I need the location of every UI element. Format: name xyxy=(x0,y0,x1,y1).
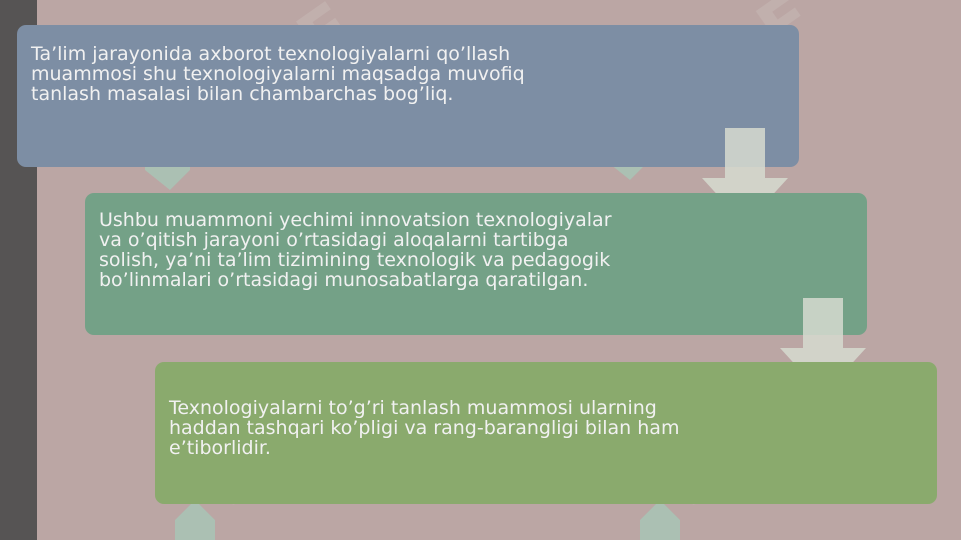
step-3-text: Texnologiyalarni to’g’ri tanlash muammos… xyxy=(169,397,680,459)
step-box-1: Ta’lim jarayonida axborot texnologiyalar… xyxy=(17,25,799,167)
step-1-text: Ta’lim jarayonida axborot texnologiyalar… xyxy=(31,43,525,105)
step-2-text: Ushbu muammoni yechimi innovatsion texno… xyxy=(99,209,612,291)
step-box-2: Ushbu muammoni yechimi innovatsion texno… xyxy=(85,193,867,335)
step-box-3: Texnologiyalarni to’g’ri tanlash muammos… xyxy=(155,362,937,504)
